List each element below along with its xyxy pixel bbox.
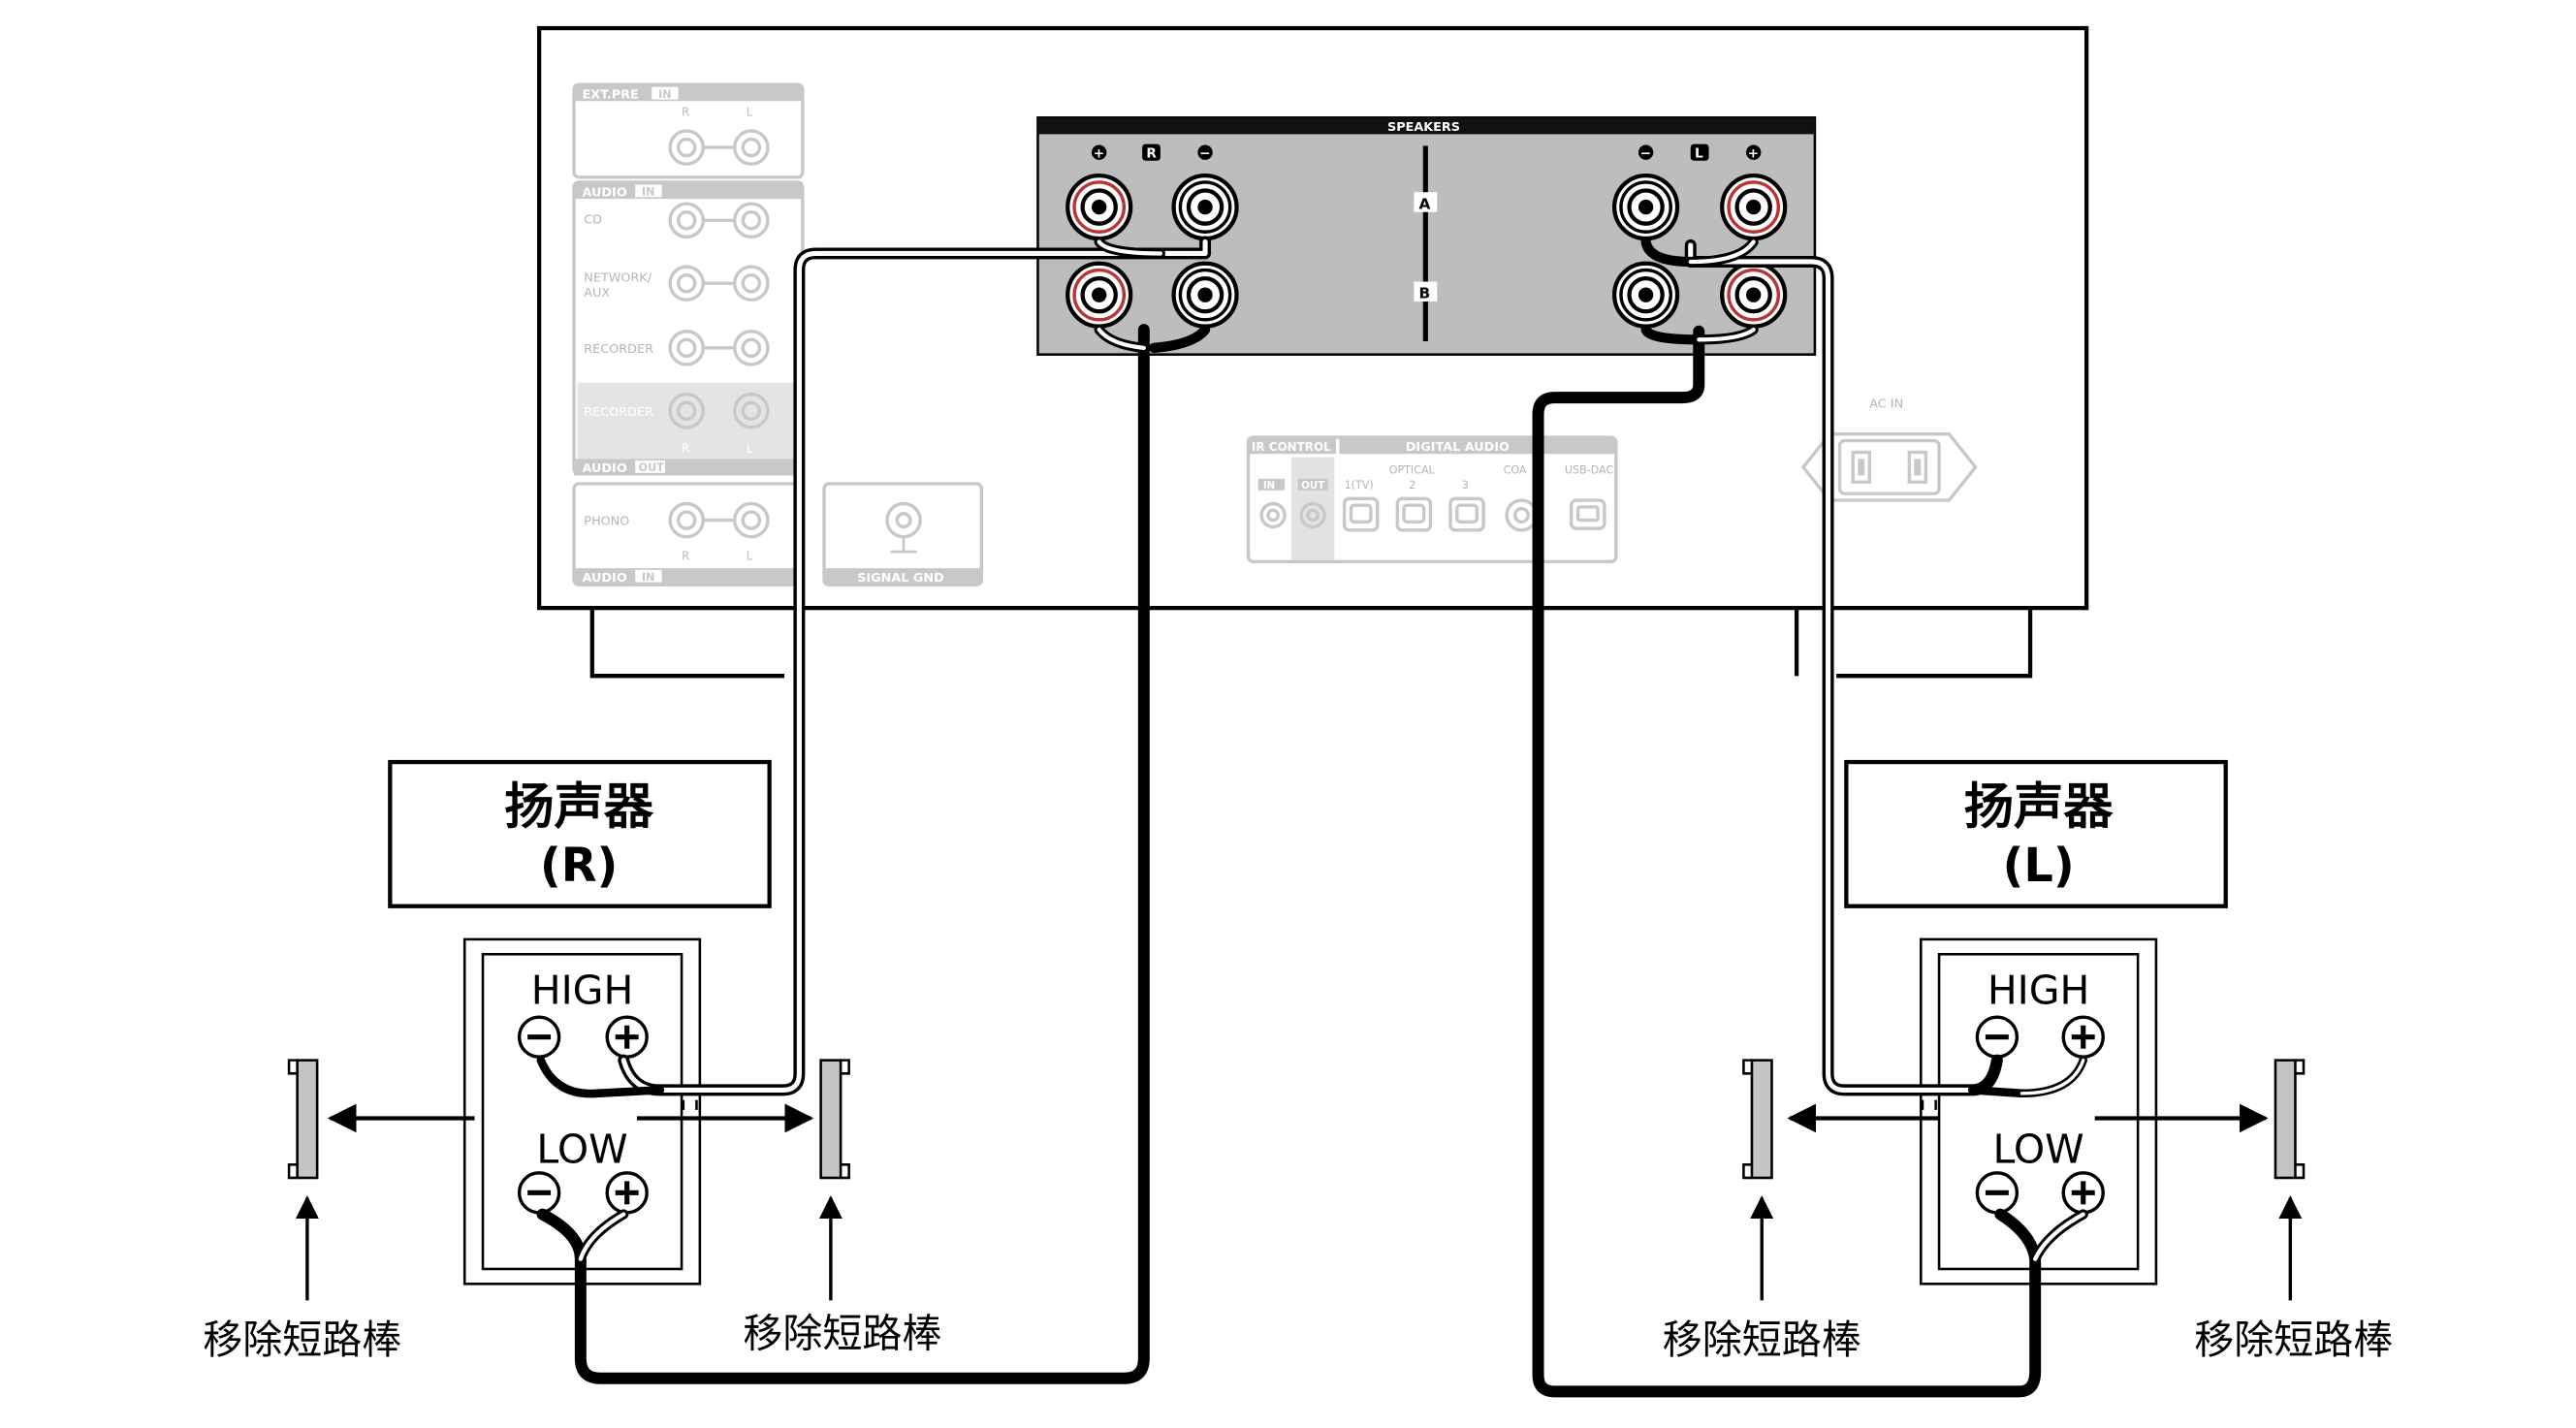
remove-jumper-r-right: 移除短路棒	[743, 1310, 941, 1356]
ir-out-tag: OUT	[1301, 480, 1324, 492]
speaker-l-jumper-right	[2274, 1059, 2306, 1180]
digital-audio-label: DIGITAL AUDIO	[1406, 440, 1510, 455]
binding-posts	[1065, 173, 1788, 329]
speakers-title: SPEAKERS	[1387, 120, 1460, 135]
ext-pre-l: L	[747, 106, 753, 119]
optical-1-label: 1(TV)	[1345, 479, 1374, 492]
speaker-terminals-panel: SPEAKERS + R − − L + A B	[1036, 116, 1817, 356]
coax-label: COA	[1504, 464, 1527, 477]
optical-label: OPTICAL	[1389, 464, 1436, 477]
optical-2-label: 2	[1409, 479, 1415, 492]
network-label-2: AUX	[584, 286, 610, 301]
speaker-l-title: 扬声器	[1964, 777, 2115, 836]
ac-inlet: AC IN	[1800, 397, 1978, 502]
speaker-l: 扬声器 (L) HIGH LOW 移除短路棒 移除短路棒	[1663, 759, 2393, 1363]
rec-out-r: R	[682, 442, 689, 456]
speaker-r-title: 扬声器	[504, 777, 653, 836]
speaker-r-low-label: LOW	[536, 1127, 627, 1173]
phono-label: PHONO	[584, 515, 629, 529]
speaker-l-label-box	[1844, 759, 2228, 908]
remove-jumper-l-right: 移除短路棒	[2194, 1317, 2393, 1363]
ac-in-label: AC IN	[1869, 397, 1903, 411]
ir-in-tag: IN	[1263, 480, 1275, 492]
ext-pre-in-tag: IN	[658, 88, 671, 101]
speakers-r-label: R	[1146, 145, 1157, 161]
speaker-l-jumper-left	[1742, 1059, 1773, 1180]
speaker-l-terminals	[1975, 1015, 2105, 1215]
ext-pre-jacks	[668, 129, 770, 166]
speaker-r-label-box	[388, 759, 772, 908]
phono-audio-label: AUDIO	[583, 571, 627, 586]
audio-in-tag: IN	[642, 186, 654, 199]
speaker-r: 扬声器 (R) HIGH LOW 移除短路棒 移除短路棒	[203, 759, 941, 1363]
rec-out-l: L	[747, 442, 753, 456]
r-plus: +	[1094, 145, 1104, 161]
speaker-r-jumper-left	[287, 1059, 319, 1180]
network-label-1: NETWORK/	[584, 270, 652, 285]
speaker-r-high-label: HIGH	[531, 968, 634, 1014]
ext-pre-label: EXT.PRE	[583, 88, 639, 103]
phono-l: L	[747, 550, 753, 563]
optical-3-label: 3	[1462, 479, 1469, 492]
audio-out-tag: OUT	[639, 461, 664, 474]
phono-r: R	[682, 550, 689, 563]
audio-in-label: AUDIO	[583, 185, 627, 200]
speaker-l-channel: (L)	[2002, 840, 2074, 893]
signal-gnd-label: SIGNAL GND	[857, 571, 944, 586]
speaker-l-low-label: LOW	[1992, 1127, 2083, 1173]
cd-label: CD	[584, 213, 602, 228]
r-minus: −	[1199, 145, 1210, 161]
right-foot	[1836, 608, 2033, 679]
recorder-in-label: RECORDER	[584, 342, 653, 357]
speaker-l-high-label: HIGH	[1988, 968, 2090, 1014]
terminal-a-label: A	[1418, 195, 1430, 212]
speaker-r-jumper-right	[819, 1059, 850, 1180]
digital-section: IR CONTROL DIGITAL AUDIO IN OUT OPTICAL …	[1246, 435, 1618, 563]
input-jacks	[668, 202, 770, 366]
recorder-out-label: RECORDER	[584, 405, 653, 420]
audio-out-label: AUDIO	[583, 461, 627, 476]
cable-r-low	[536, 324, 1150, 1384]
remove-jumper-l-left: 移除短路棒	[1663, 1317, 1861, 1363]
usb-dac-label: USB-DAC	[1565, 464, 1614, 477]
l-minus: −	[1640, 145, 1651, 161]
l-plus: +	[1748, 145, 1759, 161]
terminal-b-label: B	[1418, 285, 1430, 302]
phono-in-tag: IN	[642, 571, 654, 584]
speaker-r-channel: (R)	[540, 840, 619, 893]
ir-control-label: IR CONTROL	[1252, 440, 1331, 454]
remove-jumper-r-left: 移除短路棒	[203, 1317, 401, 1363]
ext-pre-r: R	[682, 106, 689, 119]
speakers-l-label: L	[1695, 145, 1703, 161]
speaker-cables	[536, 236, 2088, 1398]
left-foot	[589, 608, 785, 679]
